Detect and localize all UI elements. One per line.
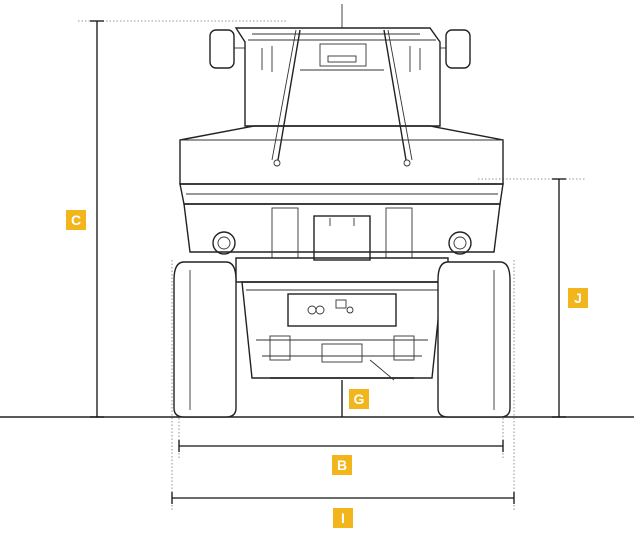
left-mirror — [209, 29, 235, 69]
badge-c: C — [66, 210, 86, 230]
badge-b: B — [332, 455, 352, 475]
badge-i: I — [333, 508, 353, 528]
right-light — [448, 231, 472, 255]
center-plate — [313, 215, 371, 261]
right-tire — [437, 261, 511, 418]
rops-bars — [277, 29, 407, 161]
left-light — [212, 231, 236, 255]
right-mirror — [445, 29, 471, 69]
badge-j: J — [568, 288, 588, 308]
bucket — [179, 125, 504, 205]
left-tire — [173, 261, 237, 418]
badge-g: G — [349, 389, 369, 409]
axle-housing — [241, 281, 443, 379]
cab — [209, 4, 471, 167]
